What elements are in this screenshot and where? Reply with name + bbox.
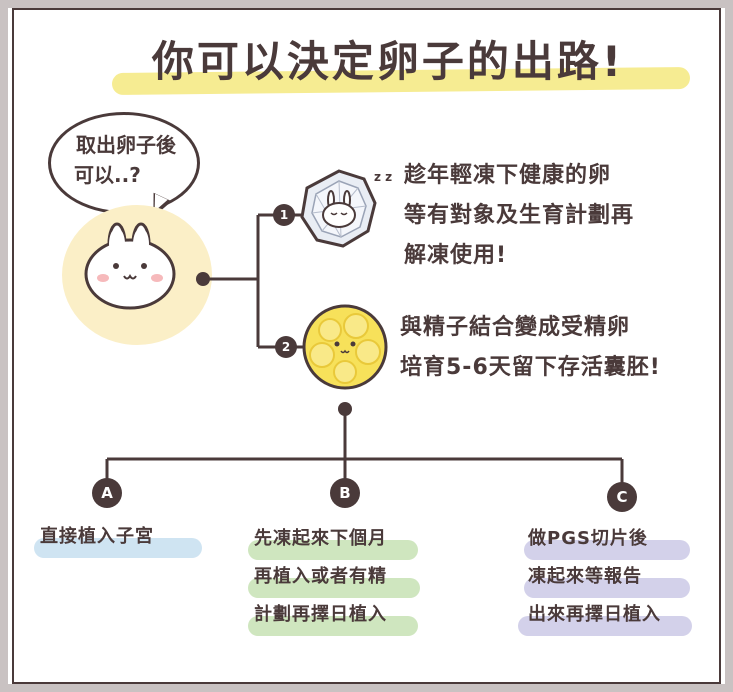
option-b-highlight-1 (248, 540, 418, 560)
option-b-highlight-2 (248, 578, 420, 598)
bunny-icon (84, 222, 176, 310)
branch-2-badge: 2 (275, 336, 297, 358)
option-b-line-3: 計劃再擇日植入 (254, 604, 387, 625)
option-a-line-1: 直接植入子宮 (40, 526, 154, 547)
page-title: 你可以決定卵子的出路! (151, 37, 625, 86)
option-c-highlight-2 (524, 578, 690, 598)
speech-bubble (48, 112, 200, 214)
option-c-line-2: 凍起來等報告 (528, 566, 642, 587)
sleep-mark: z z (374, 170, 393, 184)
option-c-text: 做PGS切片後 凍起來等報告 出來再擇日植入 (528, 520, 661, 634)
branch-1-line-2: 等有對象及生育計劃再 (404, 203, 635, 228)
option-c-line-1: 做PGS切片後 (528, 528, 648, 549)
branch-2-line-1: 與精子結合變成受精卵 (400, 315, 631, 340)
option-b-badge: B (330, 478, 360, 508)
option-b-line-1: 先凍起來下個月 (254, 528, 387, 549)
branch-1-line-1: 趁年輕凍下健康的卵 (404, 163, 612, 188)
embryo-icon (302, 304, 388, 390)
option-b-line-2: 再植入或者有精 (254, 566, 387, 587)
speech-line-1: 取出卵子後 (76, 133, 176, 157)
branch-1-line-3: 解凍使用! (404, 243, 508, 268)
frozen-egg-icon (300, 169, 377, 248)
option-a-badge: A (92, 478, 122, 508)
option-c-badge: C (607, 482, 637, 512)
branch-1-text: 趁年輕凍下健康的卵 等有對象及生育計劃再 解凍使用! (404, 156, 714, 276)
branch-2-line-2: 培育5-6天留下存活囊胚! (400, 355, 661, 380)
branch-1-badge: 1 (273, 204, 295, 226)
speech-line-2: 可以..? (74, 163, 141, 187)
option-c-highlight-1 (524, 540, 690, 560)
branch-2-text: 與精子結合變成受精卵 培育5-6天留下存活囊胚! (400, 308, 710, 388)
option-c-line-3: 出來再擇日植入 (528, 604, 661, 625)
option-b-text: 先凍起來下個月 再植入或者有精 計劃再擇日植入 (254, 520, 387, 634)
option-c-highlight-3 (518, 616, 692, 636)
option-a-text: 直接植入子宮 (40, 518, 154, 556)
option-a-highlight (34, 538, 202, 558)
speech-bubble-text: 取出卵子後 可以..? (66, 130, 186, 190)
option-b-highlight-3 (248, 616, 418, 636)
